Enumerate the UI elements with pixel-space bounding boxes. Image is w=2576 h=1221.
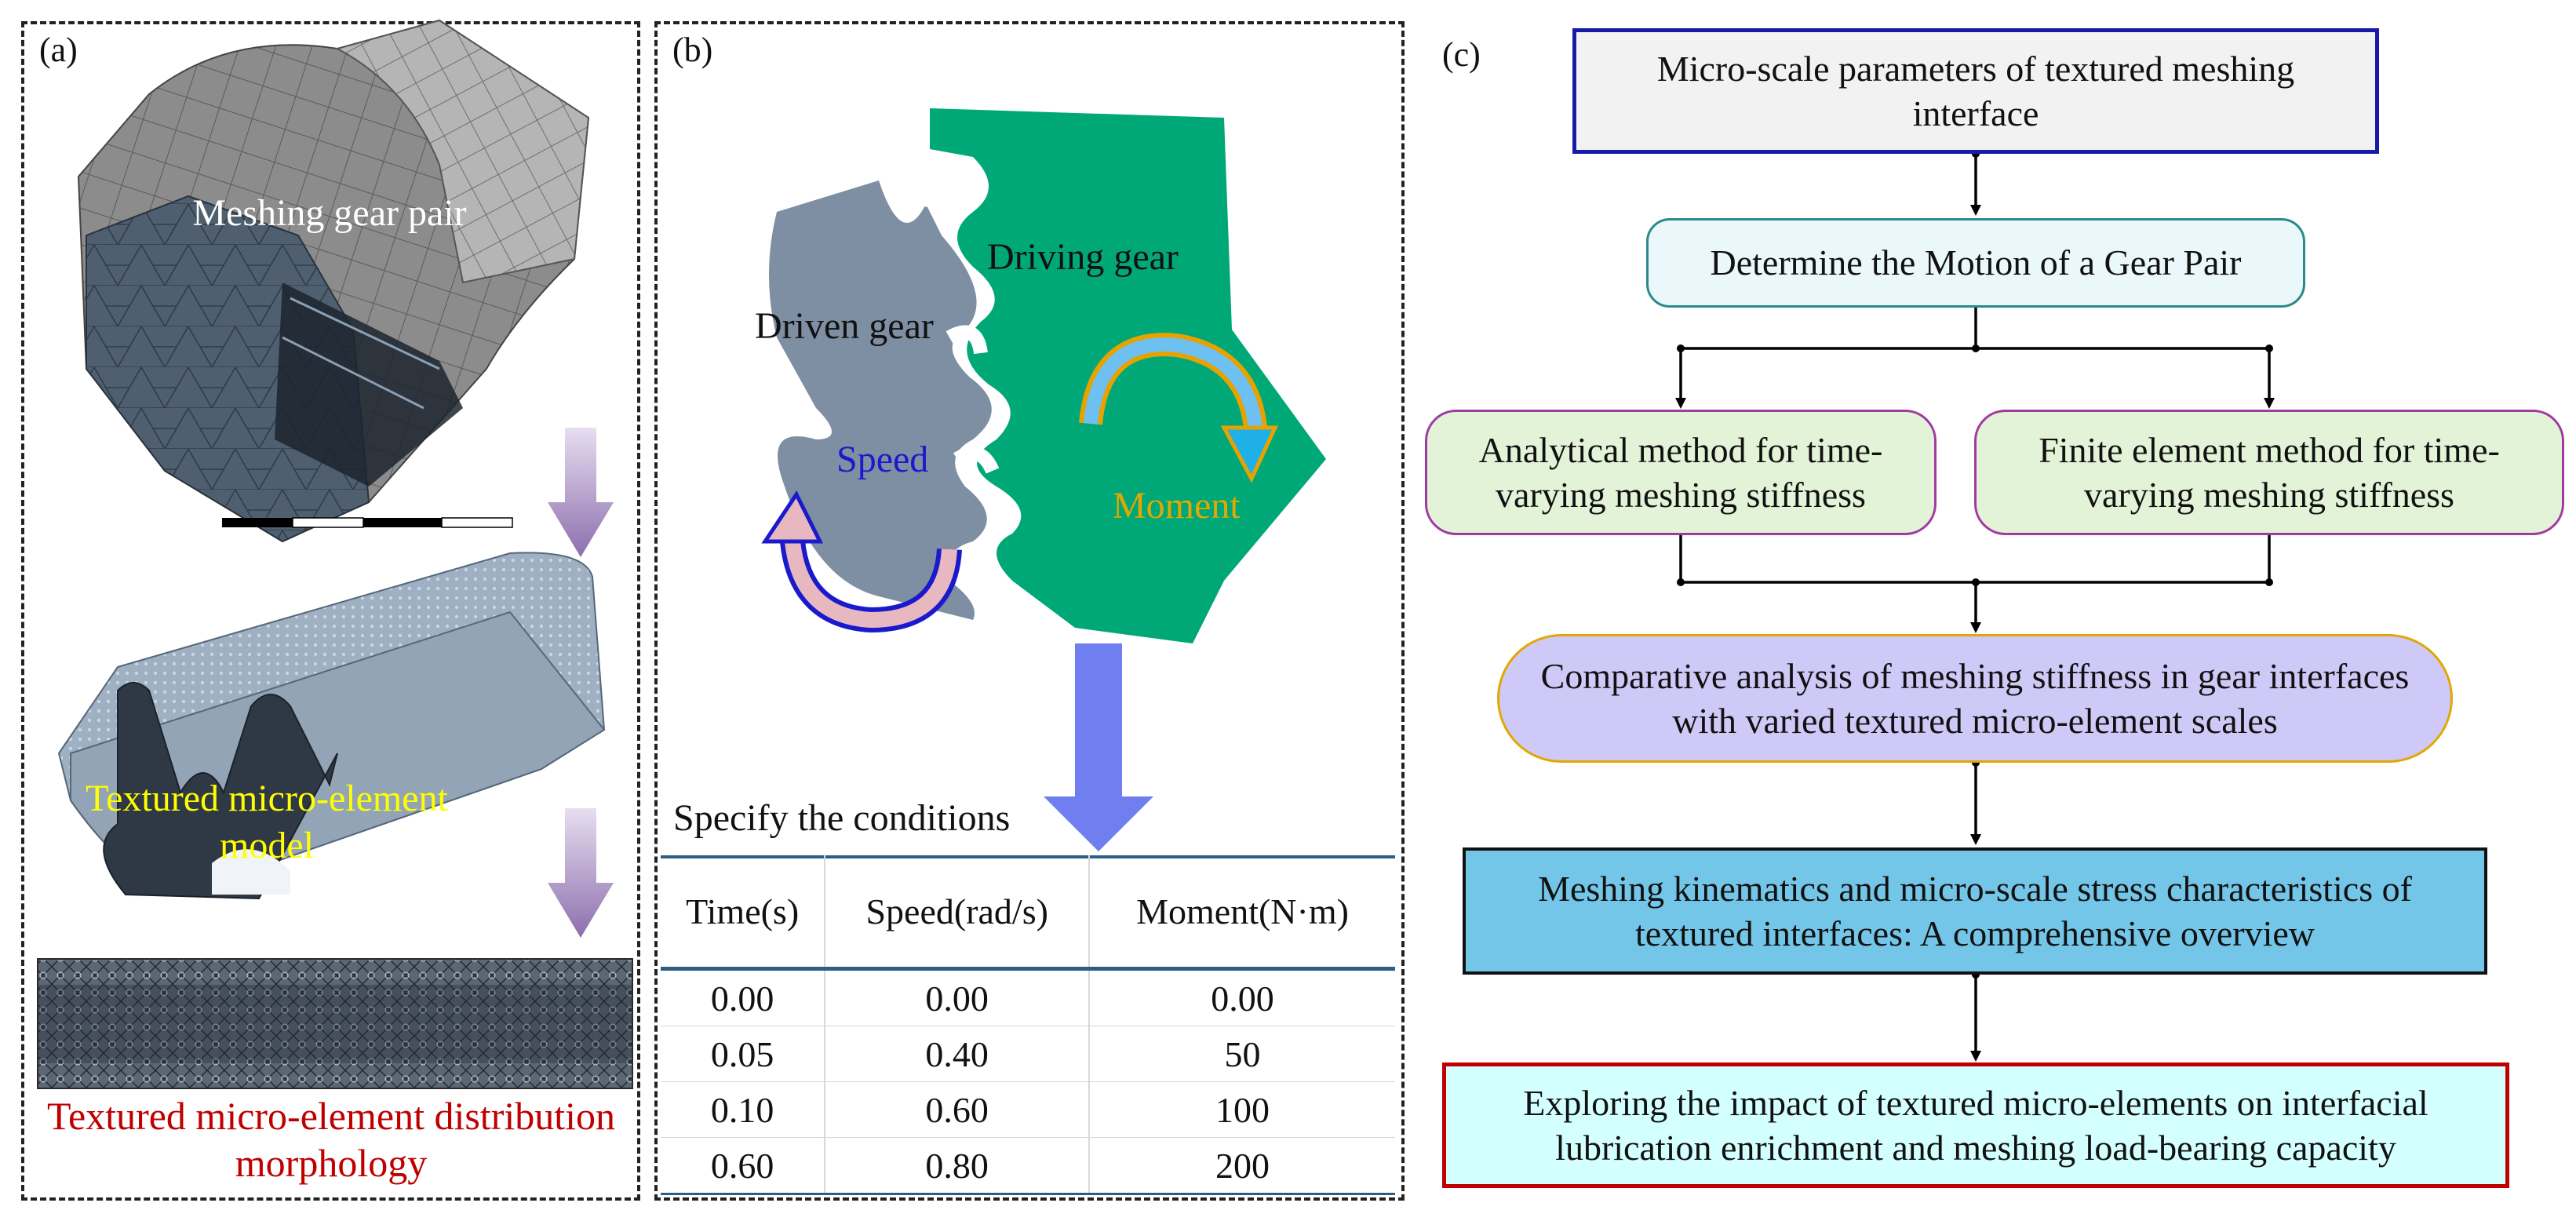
table-row: 0.10 0.60 100 <box>661 1081 1395 1138</box>
table-cell: 200 <box>1089 1137 1395 1195</box>
step-finite-element-method: Finite element method for time-varying m… <box>1974 410 2564 535</box>
table-cell: 0.80 <box>825 1137 1091 1195</box>
moment-label: Moment <box>1113 485 1241 527</box>
table-cell: 0.00 <box>1211 978 1274 1019</box>
table-cell: 0.60 <box>825 1081 1091 1138</box>
table-cell: 0.40 <box>825 1026 1091 1082</box>
table-header-row: Time(s) Speed(rad/s) Moment(N·m) <box>661 855 1395 971</box>
table-row: 0.00 0.00 0.00 <box>661 968 1395 1026</box>
table-row: 0.60 0.80 200 <box>661 1137 1395 1195</box>
table-cell: 0.60 <box>661 1137 826 1195</box>
panel-c-label: (c) <box>1442 35 1481 74</box>
meshing-gear-pair-label: Meshing gear pair <box>192 192 467 234</box>
conditions-table: Time(s) Speed(rad/s) Moment(N·m) 0.00 0.… <box>661 855 1395 1195</box>
table-cell: 0.10 <box>661 1081 826 1138</box>
table-cell: 0.00 <box>661 968 826 1026</box>
speed-label: Speed <box>836 439 929 480</box>
table-cell: 100 <box>1089 1081 1395 1138</box>
table-cell: 0.05 <box>661 1026 826 1082</box>
step-determine-motion: Determine the Motion of a Gear Pair <box>1646 218 2305 308</box>
header-moment: Moment(N·m) <box>1089 855 1395 971</box>
header-time: Time(s) <box>661 855 826 971</box>
conditions-title: Specify the conditions <box>673 797 1011 839</box>
table-cell: 0.00 <box>825 968 1091 1026</box>
step-meshing-kinematics: Meshing kinematics and micro-scale stres… <box>1463 847 2487 975</box>
step-micro-scale-parameters: Micro-scale parameters of textured meshi… <box>1572 28 2379 154</box>
panel-b <box>654 21 1405 1201</box>
step-analytical-method: Analytical method for time-varying meshi… <box>1425 410 1937 535</box>
driving-gear-label: Driving gear <box>987 236 1179 278</box>
driven-gear-label: Driven gear <box>755 305 934 347</box>
table-cell: 50 <box>1089 1026 1395 1082</box>
table-row: 0.05 0.40 50 <box>661 1026 1395 1082</box>
step-exploring-impact: Exploring the impact of textured micro-e… <box>1442 1062 2509 1188</box>
distribution-caption: Textured micro-element distribution morp… <box>46 1094 616 1185</box>
step-comparative-analysis: Comparative analysis of meshing stiffnes… <box>1497 634 2453 763</box>
micro-element-model-label: Textured micro-element model <box>86 778 448 866</box>
panel-a-label: (a) <box>39 31 78 69</box>
panel-b-label: (b) <box>672 31 713 69</box>
header-speed: Speed(rad/s) <box>825 855 1091 971</box>
